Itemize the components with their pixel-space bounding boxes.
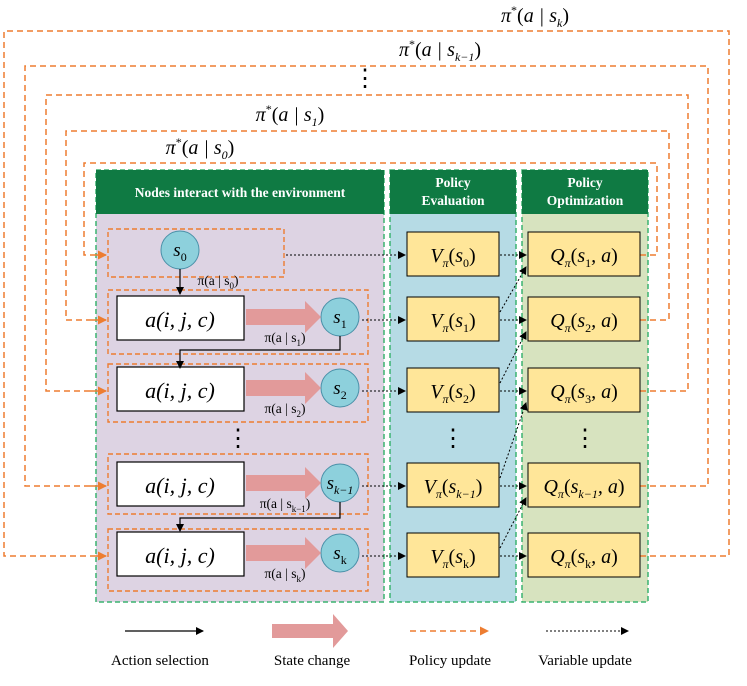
q-label-3: Qπ(sk−1, a) [543,476,624,501]
policy-loop-3 [65,130,670,321]
ellipsis-evaluation: ⋮ [441,426,465,452]
q-label-0: Qπ(s1, a) [550,245,618,270]
state-label-1: s1 [333,307,346,331]
legend-action-label: Action selection [111,653,209,669]
q-box-1 [527,296,641,342]
v-label-4: Vπ(sk) [430,546,475,571]
transition-label-0: π(a | s0) [197,273,238,291]
row-0: s0 π(a | s0) Vπ(s0) Qπ(s1, a) [90,228,641,291]
q-label-2: Qπ(s3, a) [550,381,618,406]
action-box-3 [116,461,245,507]
v-to-prev-q-2 [499,331,527,384]
q-label-4: Qπ(sk, a) [550,546,618,571]
optimization-header-line2: Optimization [547,193,624,208]
state-label-4: sk [333,543,346,567]
row-2: s2 π(a | s2) a(i, j, c) Vπ(s2) Qπ(s3, a) [90,331,641,423]
nodes-header [96,170,384,214]
legend: Action selection State change Policy upd… [111,614,632,669]
action-label-4: a(i, j, c) [145,543,215,568]
state-change-arrow-3 [246,467,321,499]
state-label-0: s0 [173,240,186,264]
q-box-0 [527,231,641,277]
optimization-header-line1: Policy [567,175,602,190]
state-label-3: sk−1 [327,473,354,497]
policy-loop-2 [45,94,689,392]
policy-label-4: π*(a | s0) [166,135,235,162]
state-change-arrow-4 [246,537,321,569]
state-change-arrow-1 [246,301,321,333]
action-box-1 [116,295,245,341]
action-arrow-2 [176,502,341,532]
node-box-1 [107,289,369,355]
policy-loop-1 [24,65,709,487]
evaluation-header-line2: Evaluation [421,193,485,208]
policy-label-3: π*(a | s1) [256,102,325,129]
node-box-3 [107,453,369,515]
policy-label-0: π*(a | sk) [501,3,569,30]
action-label-3: a(i, j, c) [145,473,215,498]
state-label-2: s2 [333,378,346,402]
action-label-2: a(i, j, c) [145,378,215,403]
q-label-1: Qπ(s2, a) [550,310,618,335]
rows: s0 π(a | s0) Vπ(s0) Qπ(s1, a) s1 π(a | s1) a(i… [90,228,641,592]
v-label-1: Vπ(s1) [430,310,475,335]
transition-label-2: π(a | s2) [264,401,305,419]
v-box-0 [406,231,500,277]
ellipsis-optimization: ⋮ [573,426,597,452]
legend-policy-label: Policy update [409,653,491,669]
action-arrow-1 [176,336,341,369]
node-box-4 [107,528,369,592]
v-box-1 [406,296,500,342]
legend-variable-label: Variable update [538,653,632,669]
row-4: sk π(a | sk) a(i, j, c) Vπ(sk) Qπ(sk, a) [90,497,641,592]
policy-label-1: π*(a | sk−1) [399,37,481,64]
q-box-4 [527,532,641,578]
legend-state-label: State change [274,653,351,669]
row-1: s1 π(a | s1) a(i, j, c) Vπ(s1) Qπ(s2, a) [90,266,641,355]
action-box-2 [116,366,245,412]
action-box-4 [116,531,245,577]
policy-update-loops: π*(a | sk) π*(a | sk−1) π*(a | s1) π*(a | s… [3,3,730,557]
transition-label-1: π(a | s1) [264,330,305,348]
v-box-4 [406,532,500,578]
action-selection-arrows [176,269,341,532]
v-label-2: Vπ(s2) [430,381,475,406]
v-box-3 [406,462,500,508]
state-change-arrow-2 [246,372,321,404]
q-box-2 [527,367,641,413]
transition-label-4: π(a | sk) [264,566,305,584]
v-box-2 [406,367,500,413]
q-box-3 [527,462,641,508]
v-label-3: Vπ(sk−1) [424,476,483,501]
ellipses: ⋮ ⋮ ⋮ ⋮ [226,66,597,452]
node-box-0 [107,228,285,278]
node-box-2 [107,363,369,423]
v-to-prev-q-4 [499,497,527,549]
legend-state-arrow [272,614,348,648]
evaluation-header [390,170,516,214]
v-to-prev-q-1 [499,266,527,313]
ellipsis-nodes: ⋮ [226,426,250,452]
v-label-0: Vπ(s0) [430,245,475,270]
action-label-1: a(i, j, c) [145,307,215,332]
evaluation-header-line1: Policy [435,175,470,190]
nodes-header-text: Nodes interact with the environment [135,185,346,200]
row-3: sk−1 π(a | sk−1) a(i, j, c) Vπ(sk−1) Qπ(sk−1… [90,402,641,515]
v-to-prev-q-3 [499,402,528,479]
ellipsis-top: ⋮ [353,66,377,92]
policy-loop-4 [83,162,658,256]
optimization-header [522,170,648,214]
policy-loop-0 [3,30,730,557]
transition-label-3: π(a | sk−1) [260,496,311,514]
